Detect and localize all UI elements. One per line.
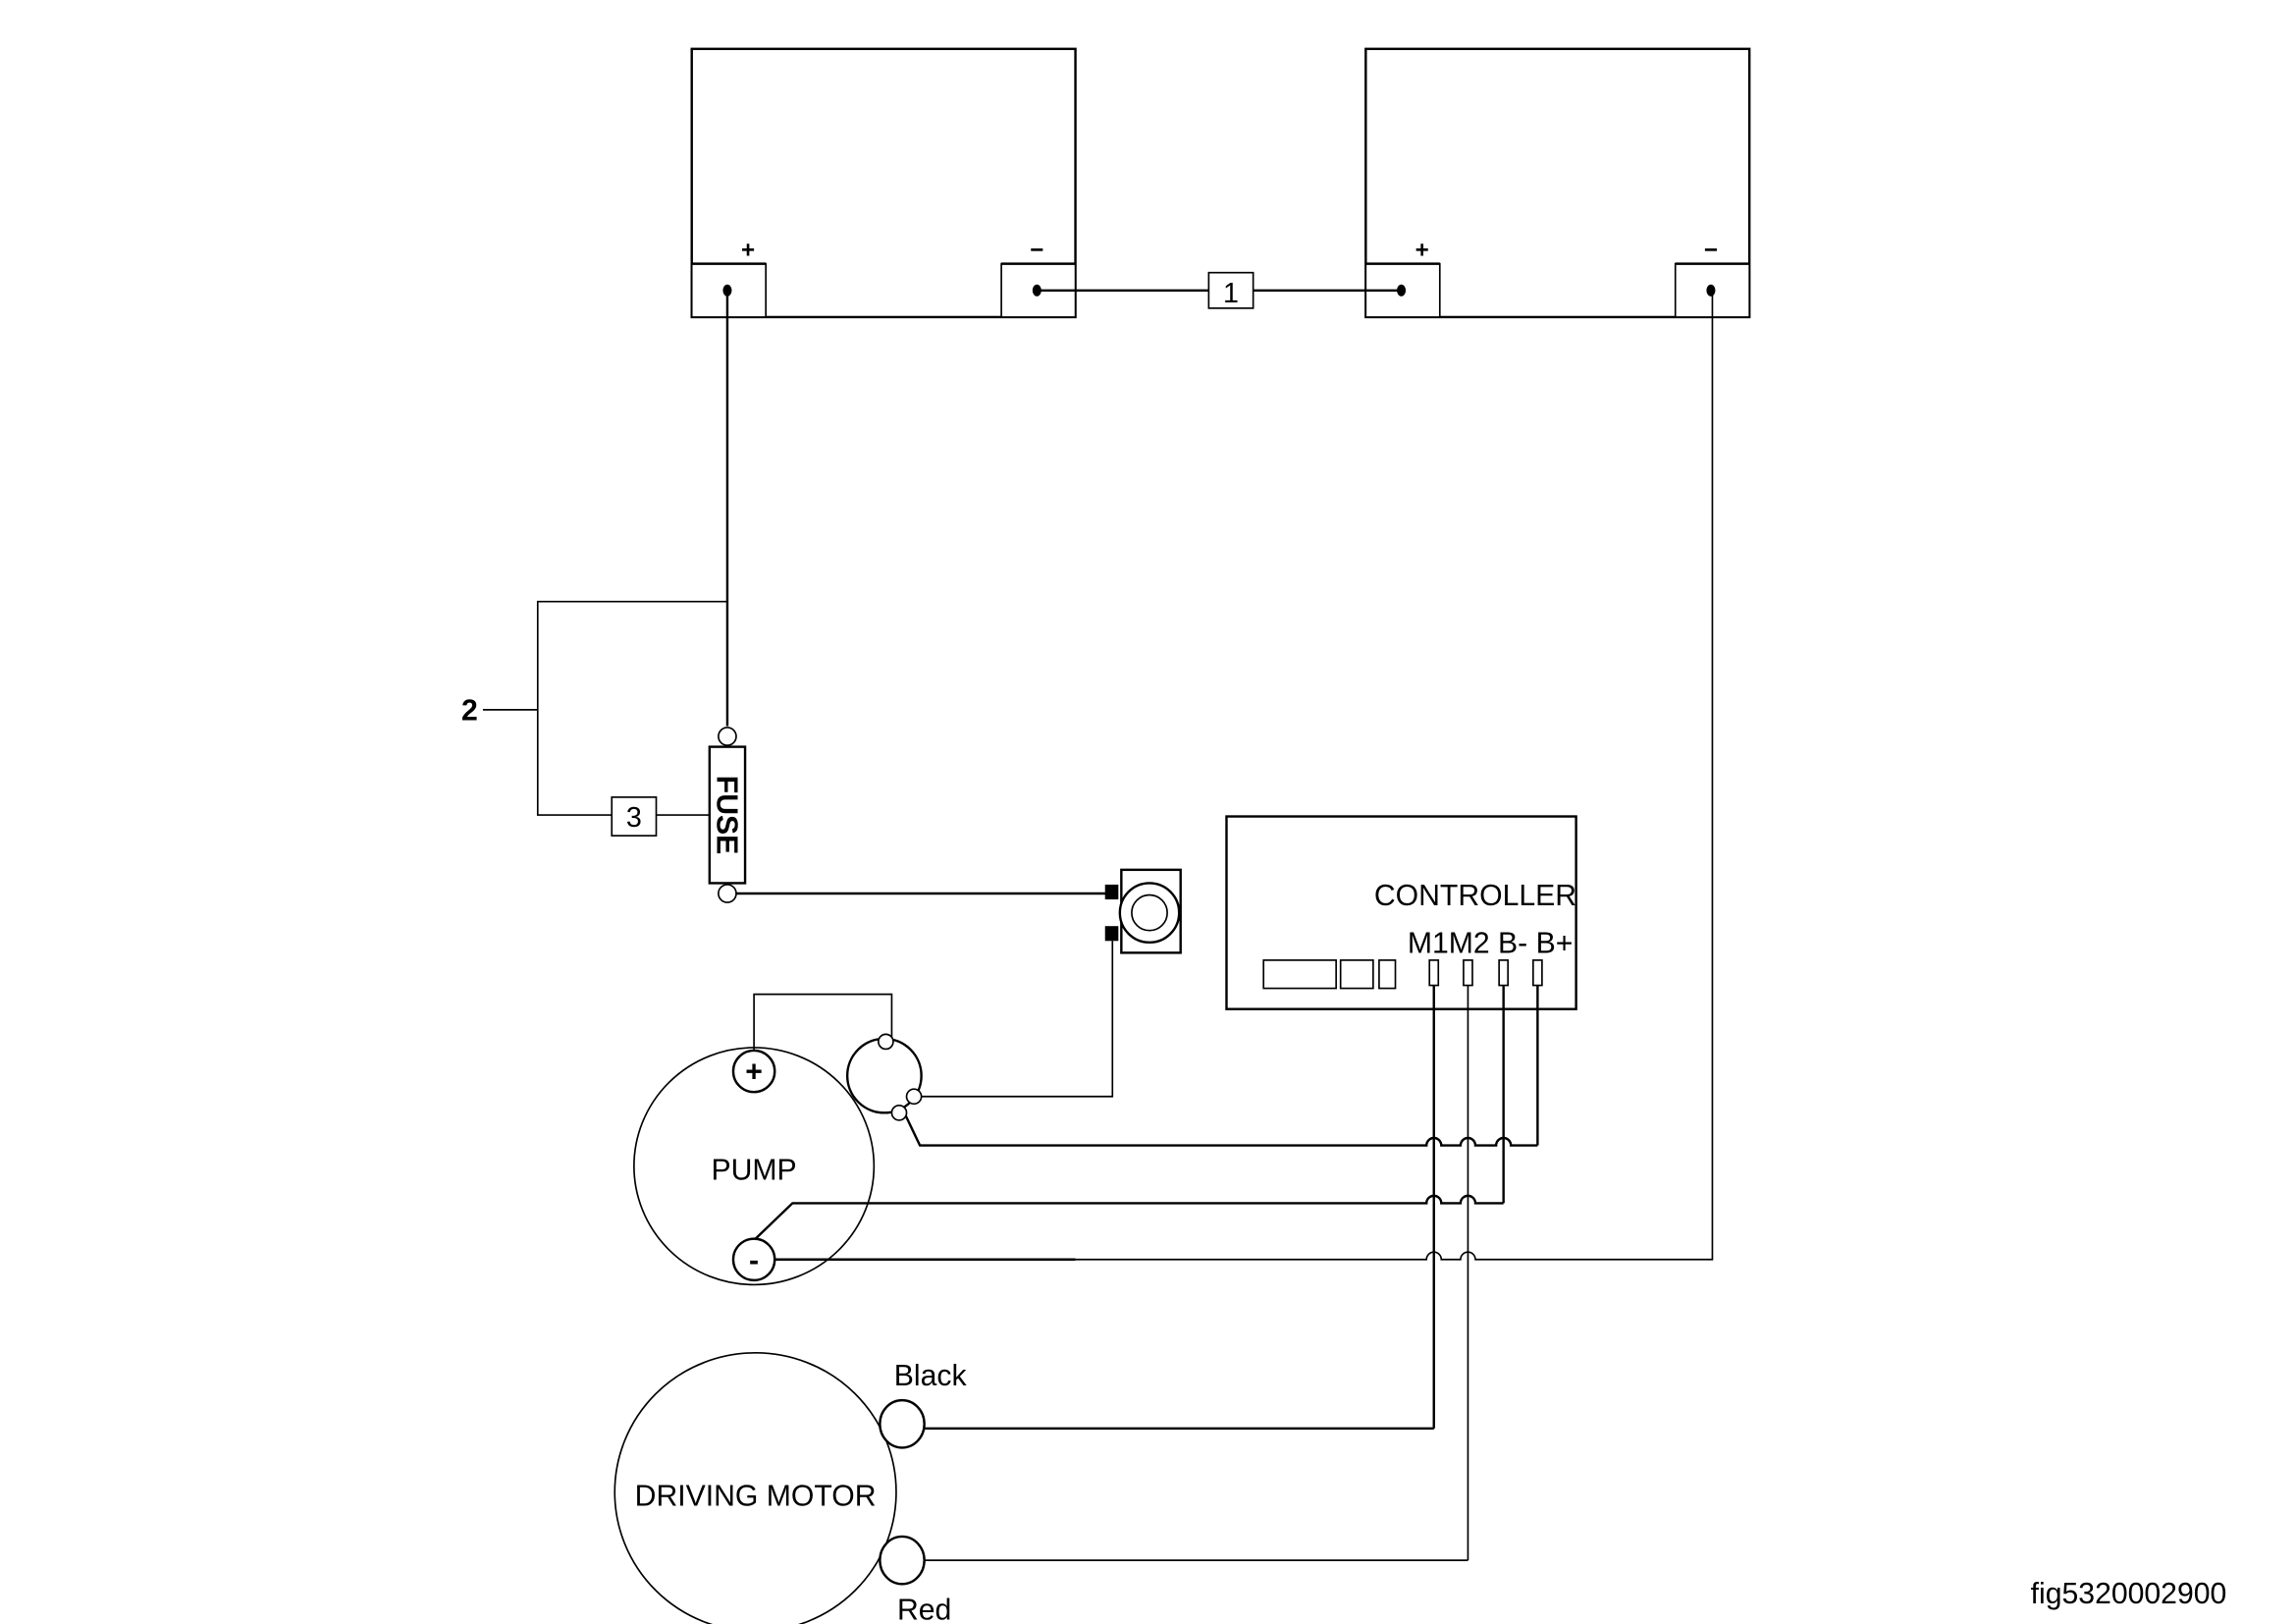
- battery-2-minus-label: −: [1704, 238, 1718, 264]
- pump-motor: + - PUMP: [633, 993, 893, 1286]
- driving-motor-red-terminal: [879, 1535, 926, 1586]
- battery-2: + −: [1364, 47, 1751, 319]
- battery-link-cable: 1: [1037, 271, 1402, 309]
- positive-cable: 3 2: [461, 290, 729, 837]
- driving-motor-body: [614, 1352, 897, 1624]
- driving-motor-black-terminal: [879, 1398, 926, 1449]
- controller-label: CONTROLLER: [1374, 880, 1576, 912]
- wire-label-black: Black: [894, 1360, 968, 1392]
- battery-2-minus-post: [1706, 284, 1716, 297]
- pump-minus-label: -: [749, 1244, 759, 1276]
- controller: CONTROLLER M1M2 B- B+: [1225, 815, 1577, 1010]
- fuse: FUSE: [708, 727, 747, 903]
- wire-label-red: Red: [897, 1594, 951, 1624]
- fuse-label: FUSE: [710, 776, 742, 854]
- terminal-b-minus: [1498, 959, 1510, 987]
- fuse-top-terminal: [718, 727, 737, 746]
- callout-3-box: [611, 796, 658, 837]
- pump-minus-terminal: [731, 1237, 776, 1282]
- callout-3: 3: [626, 802, 642, 834]
- controller-wiring: [753, 290, 1714, 1561]
- callout-1-box: [1207, 271, 1255, 309]
- controller-connector-3: [1378, 959, 1397, 990]
- pump-contactor: [917, 868, 1182, 1098]
- pump-label: PUMP: [712, 1154, 797, 1186]
- fuse-body: [708, 745, 747, 885]
- callout-1: 1: [1223, 278, 1239, 309]
- battery-1-plus-label: +: [741, 238, 755, 264]
- terminal-m2: [1463, 959, 1473, 987]
- terminal-m1: [1428, 959, 1440, 987]
- pump-plus-label: +: [745, 1056, 763, 1089]
- battery-2-plus-label: +: [1415, 238, 1429, 264]
- driving-motor: DRIVING MOTOR Black Red: [614, 1352, 968, 1624]
- driving-motor-label: DRIVING MOTOR: [635, 1480, 877, 1512]
- battery-1-minus-label: −: [1030, 238, 1043, 264]
- terminal-b-plus: [1532, 959, 1543, 987]
- figure-id: fig5320002900: [2031, 1578, 2227, 1610]
- controller-connector-2: [1339, 959, 1374, 990]
- battery-1: + −: [690, 47, 1077, 319]
- controller-terminal-labels: M1M2 B- B+: [1408, 927, 1574, 959]
- fuse-bottom-terminal: [718, 884, 737, 903]
- controller-connector-1: [1262, 959, 1337, 990]
- callout-2: 2: [461, 694, 478, 727]
- pump-solenoid: [845, 1033, 923, 1121]
